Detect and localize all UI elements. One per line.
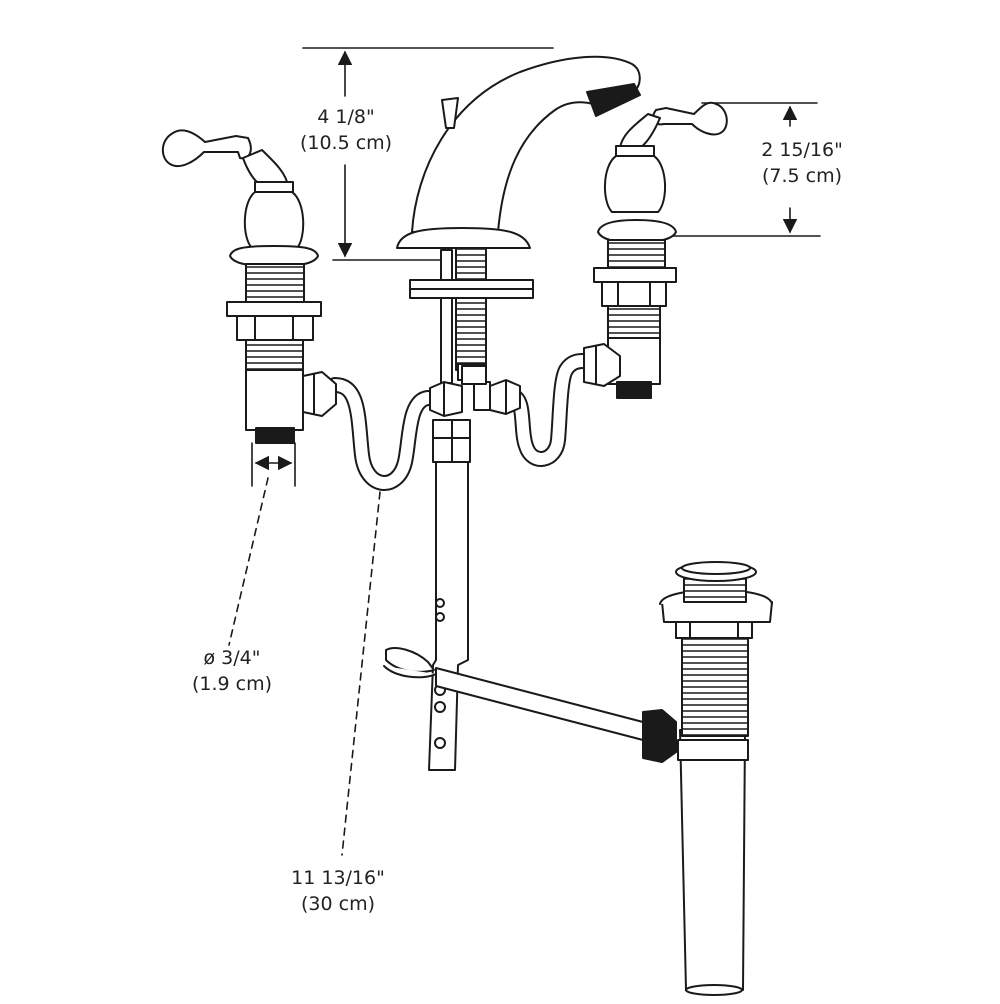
- spout-height-imperial: 4 1/8": [317, 106, 375, 128]
- dimension-lines: [228, 47, 821, 856]
- inlet-diameter-imperial: ø 3/4": [203, 647, 261, 669]
- hose-length-imperial: 11 13/16": [291, 867, 385, 889]
- handle-height-metric: (7.5 cm): [761, 164, 843, 187]
- pivot-rod: [383, 647, 644, 741]
- handle-height-imperial: 2 15/16": [761, 139, 843, 161]
- spout-height-label: 4 1/8" (10.5 cm): [298, 105, 394, 156]
- spout-height-metric: (10.5 cm): [299, 131, 393, 154]
- pop-up-drain: [642, 561, 773, 996]
- spout: [396, 55, 641, 249]
- hose-length-label: 11 13/16" (30 cm): [283, 866, 393, 917]
- inlet-diameter-label: ø 3/4" (1.9 cm): [182, 646, 282, 697]
- inlet-diameter-metric: (1.9 cm): [191, 672, 273, 695]
- hose-length-metric: (30 cm): [301, 892, 375, 915]
- hoses: [327, 353, 598, 491]
- hose-fittings: [302, 343, 621, 417]
- right-handle: [593, 101, 728, 399]
- handle-height-label: 2 15/16" (7.5 cm): [752, 138, 852, 189]
- left-handle: [161, 129, 322, 444]
- spout-shank: [409, 247, 534, 381]
